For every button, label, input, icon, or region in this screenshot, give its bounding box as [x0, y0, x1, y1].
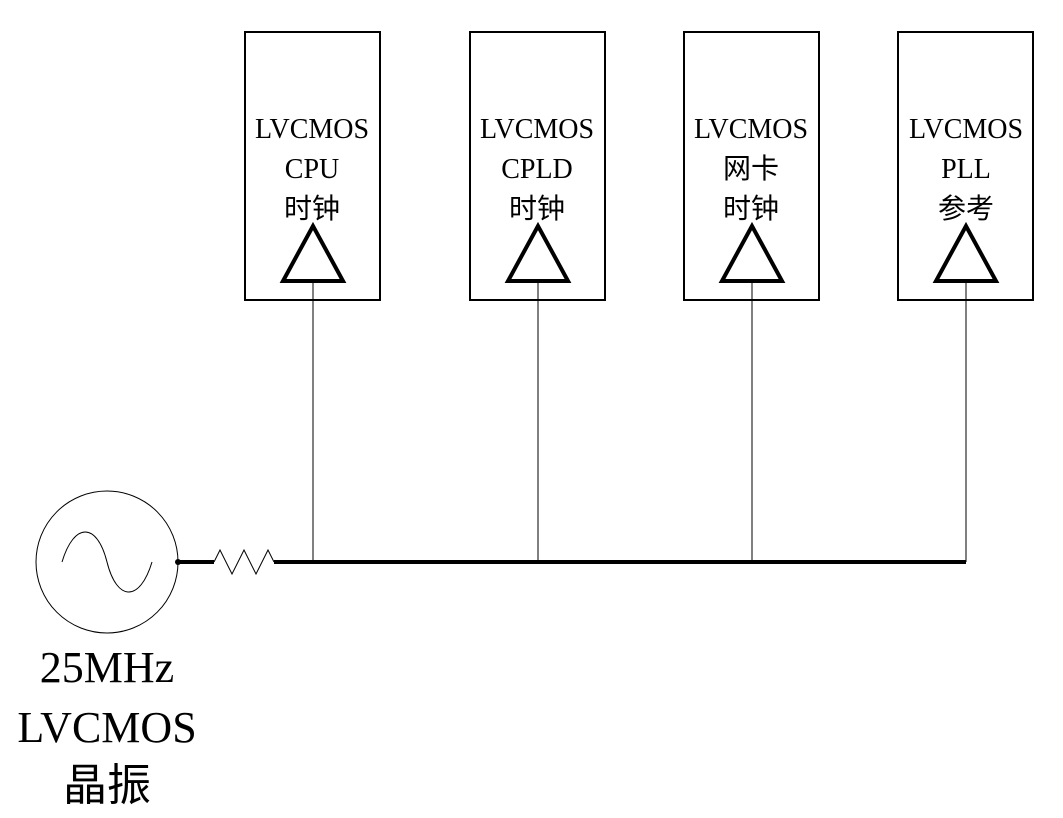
- receiver-cpld: LVCMOS CPLD 时钟: [469, 31, 606, 562]
- receiver-label-line-1: LVCMOS: [255, 114, 369, 145]
- clock-input-triangle-icon: [504, 221, 572, 283]
- receiver-label-line-2: PLL: [941, 154, 991, 185]
- receiver-label-line-2: CPU: [285, 154, 339, 185]
- receiver-label-line-1: LVCMOS: [694, 114, 808, 145]
- resistor-zigzag-icon: [213, 548, 275, 576]
- receiver-label-line-2: CPLD: [501, 154, 573, 185]
- oscillator-source: 25MHz LVCMOS 晶振: [17, 490, 197, 810]
- receiver-label-line-3: 参考: [938, 193, 994, 225]
- receiver-label-line-3: 时钟: [509, 193, 565, 225]
- clock-input-triangle-icon: [718, 221, 786, 283]
- series-resistor: [178, 548, 275, 576]
- receiver-nic: LVCMOS 网卡 时钟: [683, 31, 820, 562]
- receiver-cpu: LVCMOS CPU 时钟: [244, 31, 381, 562]
- receiver-label-line-3: 时钟: [723, 193, 779, 225]
- receiver-label-line-2: 网卡: [723, 153, 779, 185]
- receiver-label-line-3: 时钟: [284, 193, 340, 225]
- receiver-label-line-1: LVCMOS: [480, 114, 594, 145]
- source-label-line-3: 晶振: [63, 761, 151, 810]
- clock-input-triangle-icon: [932, 221, 1000, 283]
- sine-wave-icon: [61, 531, 153, 593]
- source-label-line-2: LVCMOS: [17, 703, 196, 752]
- receiver-label-line-1: LVCMOS: [909, 114, 1023, 145]
- source-label-line-1: 25MHz: [40, 643, 174, 692]
- clock-input-triangle-icon: [279, 221, 347, 283]
- receiver-pll: LVCMOS PLL 参考: [897, 31, 1034, 562]
